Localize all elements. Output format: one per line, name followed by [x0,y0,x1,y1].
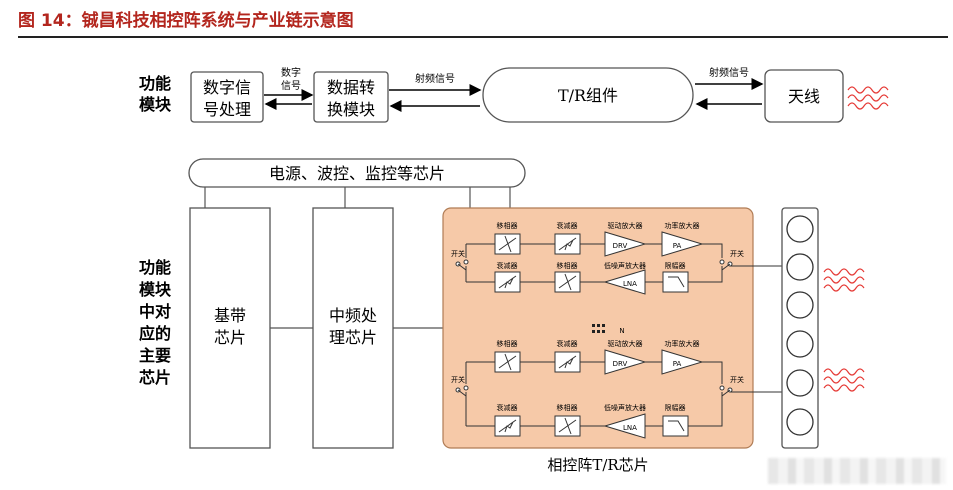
bottom-side-label-2: 模块 [139,280,172,299]
switch-label-tl: 开关 [451,249,465,258]
chip-caption: 相控阵T/R芯片 [547,456,648,474]
switch-label-bl: 开关 [451,375,465,384]
conv-label-2: 换模块 [327,100,375,119]
power-bar [188,158,526,188]
dsp-link-label-2: 信号 [281,80,301,92]
power-label: 电源、波控、监控等芯片 [269,164,445,183]
tr-box [482,67,694,123]
antenna-label: 天线 [788,87,820,106]
figure-title: 图 14：铖昌科技相控阵系统与产业链示意图 [18,11,354,31]
baseband-label-2: 芯片 [214,328,246,347]
drv-abbr-1: DRV [613,242,628,250]
bottom-side-label-6: 芯片 [139,368,171,387]
switch-label-tr: 开关 [730,249,744,258]
att-label-3: 衰减器 [557,339,578,348]
ps-label-4: 移相器 [557,403,578,412]
tr-label: T/R组件 [558,86,618,105]
rf-left-label: 射频信号 [415,72,455,85]
ps-label-1: 移相器 [497,221,518,230]
baseband-label-1: 基带 [214,306,246,325]
dsp-label-1: 数字信 [203,78,251,97]
dsp-box [190,71,264,123]
drv-label-2: 驱动放大器 [608,339,643,348]
ellipsis-icon [592,324,605,333]
lim-label-2: 限幅器 [665,403,686,412]
drv-label-1: 驱动放大器 [608,221,643,230]
drv-abbr-2: DRV [613,360,628,368]
switch-icon [455,259,733,397]
ps-label-3: 移相器 [497,339,518,348]
bottom-side-label-3: 中对 [139,302,171,321]
lna-label-2: 低噪声放大器 [604,403,646,412]
switch-label-br: 开关 [730,375,744,384]
if-label-1: 中频处 [329,306,377,325]
conv-box [313,71,389,123]
pa-abbr-1: PA [673,242,682,250]
dsp-label-2: 号处理 [203,100,251,119]
att-label-1: 衰减器 [557,221,578,230]
wave-icon-bottom [823,268,865,392]
lna-label-1: 低噪声放大器 [604,261,646,270]
n-label: N [619,327,624,335]
att-label-2: 衰减器 [497,261,518,270]
antenna-element-icon [786,215,814,436]
amplifier-icon [603,231,704,439]
pa-label-1: 功率放大器 [665,221,700,230]
if-label-2: 理芯片 [329,328,377,347]
tr-chip [442,207,754,449]
pa-label-2: 功率放大器 [665,339,700,348]
pa-abbr-2: PA [673,360,682,368]
top-side-label-1: 功能 [139,74,171,93]
rf-right-label: 射频信号 [709,66,749,79]
conv-label-1: 数据转 [327,78,375,97]
lim-label-1: 限幅器 [665,261,686,270]
top-side-label-2: 模块 [139,95,172,114]
bottom-side-label-1: 功能 [139,258,171,277]
ps-label-2: 移相器 [557,261,578,270]
dsp-link-label-1: 数字 [281,66,301,79]
wave-icon-top [847,86,889,110]
att-label-4: 衰减器 [497,403,518,412]
if-box [312,207,394,449]
lna-abbr-2: LNA [623,424,637,432]
bottom-side-label-4: 应的 [139,324,171,343]
lna-abbr-1: LNA [623,280,637,288]
blurred-watermark [768,458,946,484]
title-rule [18,36,948,38]
bottom-side-label-5: 主要 [139,346,171,365]
antenna-box [764,69,844,123]
